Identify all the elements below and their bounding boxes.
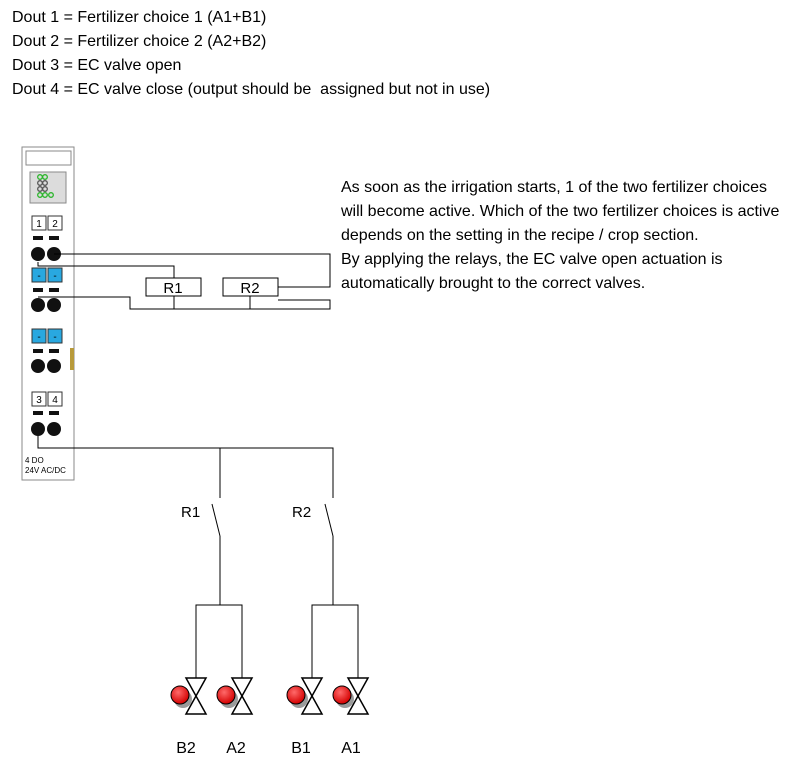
relay-coil-label: R2 <box>240 280 259 297</box>
wire-dout3 <box>37 436 334 498</box>
channel-label: - <box>53 271 56 282</box>
dout4-description: Dout 4 = EC valve close (output should b… <box>12 81 491 98</box>
relay-coil-r2 <box>222 277 279 297</box>
relay-switch-label: R1 <box>181 504 200 521</box>
channel-label-box <box>47 391 63 407</box>
terminal-lever <box>33 288 43 292</box>
coil-wiring <box>37 253 331 310</box>
relay-coil-r1 <box>145 277 202 297</box>
terminal-screw <box>47 422 61 436</box>
module-name-line2: 24V AC/DC <box>25 466 66 475</box>
terminal-lever <box>49 236 59 240</box>
wire-r1-valve-a2 <box>220 604 243 680</box>
terminal-screw <box>31 298 45 312</box>
valve-b2 <box>170 677 208 715</box>
valve-a1 <box>332 677 370 715</box>
wire-dout2 <box>37 262 175 278</box>
channel-label: - <box>53 332 56 343</box>
status-led <box>42 186 48 192</box>
relay-coil-label: R1 <box>163 280 182 297</box>
dout3-description: Dout 3 = EC valve open <box>12 57 182 74</box>
status-led <box>42 174 48 180</box>
channel-label: 3 <box>36 395 42 406</box>
valve-indicator-icon <box>286 685 306 705</box>
channel-label: - <box>37 332 40 343</box>
wire-r1-valves <box>195 536 221 680</box>
channel-label: - <box>37 271 40 282</box>
valve-indicator-icon <box>170 685 190 705</box>
module-status-panel <box>29 171 67 204</box>
valve-label: B2 <box>176 740 196 757</box>
valve-label: A1 <box>341 740 361 757</box>
dout1-description: Dout 1 = Fertilizer choice 1 (A1+B1) <box>12 9 267 26</box>
relay-switch-r2 <box>324 503 334 537</box>
valve-body-icon <box>346 677 370 715</box>
channel-label-box <box>31 328 47 344</box>
valve-indicator-icon <box>332 685 352 705</box>
status-led <box>48 192 54 198</box>
channel-label-box <box>31 391 47 407</box>
dout2-description: Dout 2 = Fertilizer choice 2 (A2+B2) <box>12 33 267 50</box>
terminal-screw <box>31 422 45 436</box>
terminal-screw <box>31 359 45 373</box>
channel-label-box <box>31 215 47 231</box>
valve-label: A2 <box>226 740 246 757</box>
switch-wiring <box>37 436 359 680</box>
explanation-paragraph-2: By applying the relays, the EC valve ope… <box>341 251 723 292</box>
terminal-screw <box>47 298 61 312</box>
status-led <box>42 192 48 198</box>
status-led <box>42 180 48 186</box>
valve-a2 <box>216 677 254 715</box>
valve-label: B1 <box>291 740 311 757</box>
wire-r2-valve-a1 <box>333 604 359 680</box>
channel-label-box <box>31 267 47 283</box>
terminal-screw <box>31 247 45 261</box>
channel-label-box <box>47 267 63 283</box>
wire-dout1 <box>54 253 331 288</box>
explanation-text: As soon as the irrigation starts, 1 of t… <box>341 176 791 296</box>
terminal-lever <box>33 411 43 415</box>
module-side-latch <box>70 348 74 370</box>
relay-switch-r1 <box>211 503 221 537</box>
terminal-lever <box>33 236 43 240</box>
terminal-lever <box>49 349 59 353</box>
valve-body-icon <box>230 677 254 715</box>
terminal-lever <box>33 349 43 353</box>
channel-label-box <box>47 215 63 231</box>
terminal-lever <box>49 288 59 292</box>
channel-label: 1 <box>36 219 42 230</box>
module-name-line1: 4 DO <box>25 456 44 465</box>
channel-label: 4 <box>52 395 58 406</box>
channel-label: 2 <box>52 219 58 230</box>
valve-body-icon <box>300 677 324 715</box>
channel-label-box <box>47 328 63 344</box>
status-leds <box>37 174 54 198</box>
do-module: 1 2 - - - - 3 4 4 DO 24V AC/DC <box>21 146 75 481</box>
valve-b1 <box>286 677 324 715</box>
wire-common <box>38 296 331 310</box>
relay-switch-label: R2 <box>292 504 311 521</box>
wire-r2-valves <box>311 536 334 680</box>
valve-body-icon <box>184 677 208 715</box>
terminal-screw <box>47 359 61 373</box>
valve-indicator-icon <box>216 685 236 705</box>
explanation-paragraph-1: As soon as the irrigation starts, 1 of t… <box>341 179 780 244</box>
module-label-slot <box>25 150 72 166</box>
terminal-lever <box>49 411 59 415</box>
